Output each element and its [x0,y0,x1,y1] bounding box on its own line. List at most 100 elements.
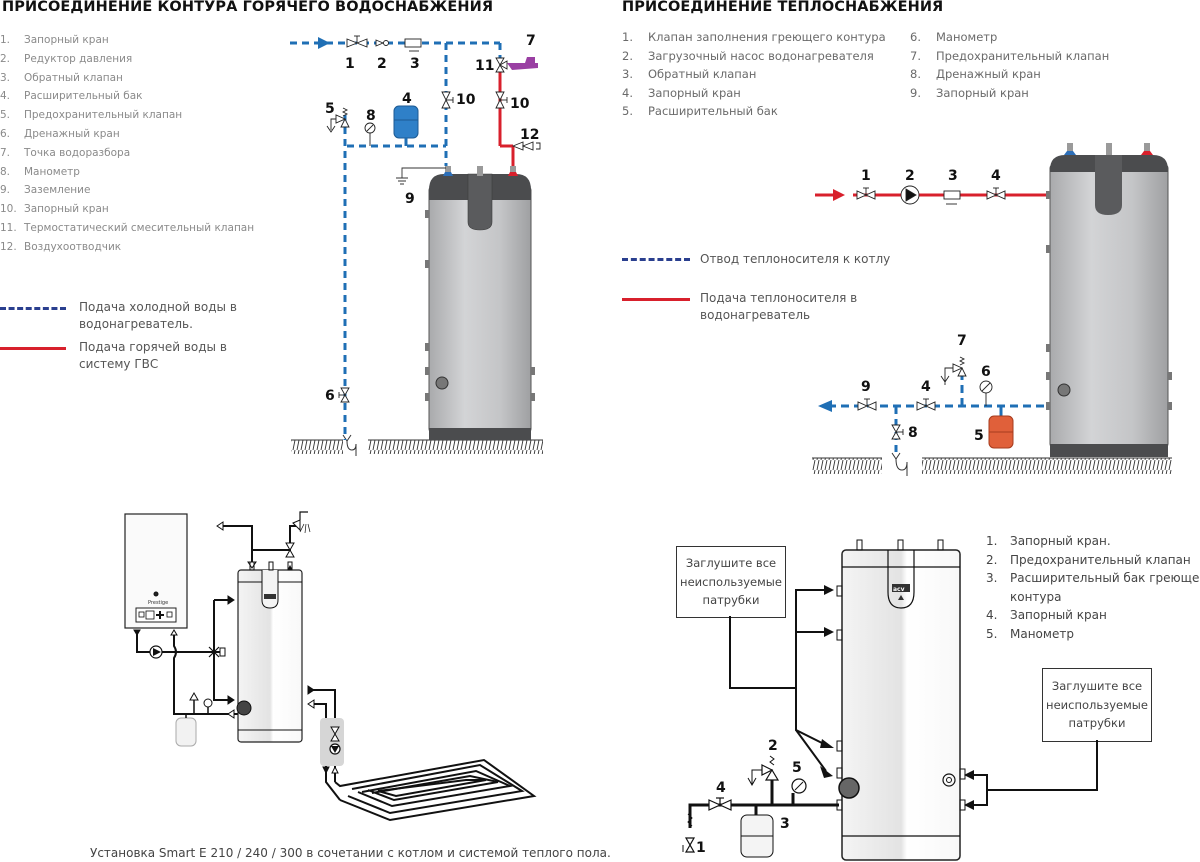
list-item: контура [1010,589,1062,604]
hot-water-title: ПРИСОЕДИНЕНИЕ КОНТУРА ГОРЯЧЕГО ВОДОСНАБЖ… [2,0,494,15]
list-item: 7.Предохранительный клапан [910,48,1110,63]
diagram-label: 2 [768,738,778,754]
boiler-brand: Prestige [148,600,168,606]
list-item: 4.Запорный кран [622,85,741,100]
hot-water-diagram: 1 2 3 4 5 6 7 8 9 10 10 11 12 [290,33,543,456]
safety-valve-icon [335,114,350,128]
list-item: 9.Заземление [0,184,91,197]
legend-return-line [622,258,690,261]
heating-title: ПРИСОЕДИНЕНИЕ ТЕПЛОСНАБЖЕНИЯ [622,0,944,15]
list-item: 2.Загрузочный насос водонагревателя [622,48,874,63]
diagram-label: 2 [905,168,915,184]
drain-funnel-icon [891,452,908,476]
diagram-label: 9 [405,191,415,207]
expansion-tank-red [988,406,1014,449]
diagram-label: 3 [948,168,958,184]
diagram-label: 10 [456,92,476,108]
floor-heating-caption: Установка Smart E 210 / 240 / 300 в соче… [90,846,611,860]
diagram-label: 7 [957,333,967,349]
ground-hatch [291,440,343,454]
legend-hot-label: Подача горячей воды в систему ГВС [79,340,227,371]
flow-arrow-icon [318,37,330,49]
ground-hatch [922,458,1172,474]
tank-base [1050,444,1168,457]
heating-parts-list-1: 1.Клапан заполнения греющего контура 2.З… [622,28,886,121]
diagram-label: 10 [510,96,530,112]
safety-valve-icon [764,768,780,781]
floor-heating-coil [334,758,537,822]
list-item: 7.Точка водоразбора [0,146,131,159]
diagram-label: 6 [981,364,991,380]
mixing-valve-icon [285,542,295,558]
diagram-label: 9 [861,379,871,395]
flow-arrow-icon [833,189,845,201]
expansion-tank [175,717,197,747]
drain-funnel-icon [342,434,357,456]
diagram-label: 8 [908,425,918,441]
ground-hatch [812,458,882,474]
legend-supply-label: Подача теплоносителя в водонагреватель [700,291,858,322]
hot-water-parts-list: 1.Запорный кран 2.Редуктор давления 3.Об… [0,31,254,257]
diagram-label: 12 [520,127,539,143]
legend-hot-line [0,347,66,350]
list-item: 5.Манометр [986,626,1074,641]
diagram-label: 5 [792,760,802,776]
heating-diagram: 1 2 3 4 4 5 6 7 8 9 [812,143,1172,476]
heat-exchanger-flange [838,777,860,799]
diagram-label: 11 [475,58,494,74]
heating-parts-list-2: 6.Манометр 7.Предохранительный клапан 8.… [910,28,1109,102]
list-item: 5.Предохранительный клапан [0,109,183,122]
tank-logo [892,584,910,592]
diagram-label: 4 [921,379,931,395]
diagram-label: 1 [861,168,871,184]
hot-pipe [498,72,515,166]
tank-base [429,428,531,440]
list-item: 12.Воздухоотводчик [0,240,122,253]
shower-icon [292,519,301,532]
plug-parts-list: 1.Запорный кран. 2.Предохранительный кла… [986,532,1200,644]
list-item: 5.Расширительный бак [622,104,778,119]
diagram-label: 4 [402,91,412,107]
floor-heating-mixer-group [320,718,344,766]
diagram-label: 6 [325,388,335,404]
check-valve-icon [404,38,422,48]
heating-return-pipe [828,376,1046,452]
grounding-icon [396,167,446,185]
list-item: 1.Запорный кран. [986,534,1111,548]
floor-heating-diagram: Prestige [124,511,537,822]
list-item: 11.Термостатический смесительный клапан [0,221,255,234]
diagram-label: 4 [991,168,1001,184]
list-item: 6.Манометр [910,30,998,44]
list-item: 3.Расширительный бак греющего [986,571,1200,586]
list-item: 3.Обратный клапан [0,71,123,84]
pressure-reducer-icon [375,39,385,47]
safety-valve-icon [189,691,199,701]
legend-cold-label: Подача холодной воды в водонагреватель. [79,300,237,331]
tank-flange [435,376,449,390]
flow-arrow-icon [818,400,832,412]
manometer-icon [203,698,213,708]
mixing-valve-icon [495,57,508,73]
expansion-tank-blue [393,105,419,146]
mixing-valve-icon [208,646,220,658]
list-item: 1.Клапан заполнения греющего контура [622,30,886,44]
safety-valve-icon [952,363,967,377]
list-item: 1.Запорный кран [0,34,109,46]
list-item: 6.Дренажный кран [0,127,120,140]
list-item: 9.Запорный кран [910,85,1029,100]
list-item: 10.Запорный кран [0,203,109,216]
diagram-label: 3 [780,816,790,832]
diagram-label: 5 [974,428,984,444]
list-item: 3.Обратный клапан [622,67,757,82]
legend-cold-line [0,307,66,310]
diagram-label: 7 [526,33,536,49]
diagram-label: 1 [345,56,355,72]
legend-supply-line [622,298,690,301]
diagram-label: 5 [325,101,335,117]
legend-return-label: Отвод теплоносителя к котлу [700,252,891,266]
tank-flange [942,773,956,787]
diagram-label: 2 [377,56,387,72]
